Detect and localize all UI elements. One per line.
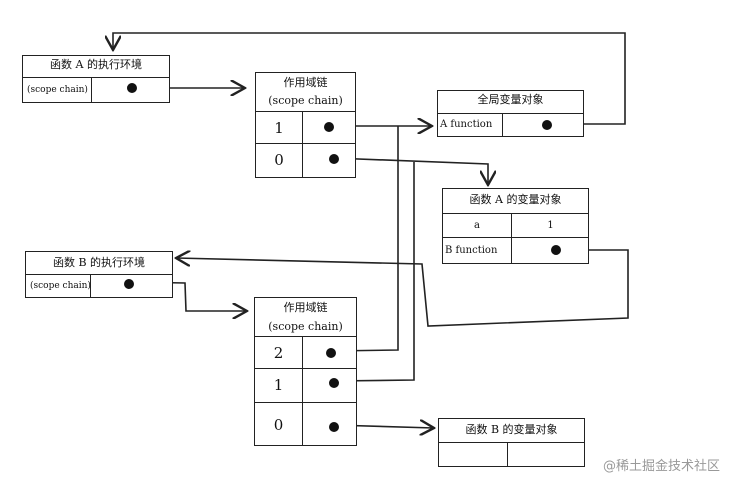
scope-chain-2-index-0: 0: [273, 416, 284, 434]
env-b-pointer-dot: [124, 279, 134, 289]
scope-chain-1-subtitle: (scope chain): [268, 94, 343, 107]
global-a-function-dot: [542, 120, 552, 130]
env-b-title: 函数 B 的执行环境: [52, 256, 146, 269]
scope-chain-1-index-0: 0: [274, 151, 284, 169]
var-a-b-function-dot: [551, 245, 561, 255]
var-a-key-b-function: B function: [445, 245, 498, 256]
scope-chain-2-subtitle: (scope chain): [268, 320, 343, 333]
var-object-b-box: 函数 B 的变量对象: [438, 418, 585, 467]
env-b-scope-chain-label: (scope chain): [30, 281, 91, 291]
var-object-b-title: 函数 B 的变量对象: [465, 423, 558, 436]
scope-chain-2-index-1: 1: [273, 376, 284, 394]
var-a-key-a: a: [474, 220, 480, 231]
arrow-sc1-0-to-var-a: [332, 157, 488, 185]
scope-chain-2-title: 作用域链: [283, 301, 328, 314]
watermark: @稀土掘金技术社区: [602, 459, 720, 474]
env-a-scope-chain-label: (scope chain): [27, 85, 88, 95]
global-object-box: 全局变量对象 A function: [437, 90, 584, 137]
global-object-title: 全局变量对象: [477, 93, 544, 106]
env-a-pointer-dot: [127, 83, 137, 93]
var-a-value-a: 1: [547, 220, 554, 231]
var-object-a-title: 函数 A 的变量对象: [469, 193, 562, 206]
scope-chain-1-dot-0: [329, 154, 339, 164]
scope-chain-2-dot-1: [329, 378, 339, 388]
scope-chain-1-box: 作用域链 (scope chain) 1 0: [255, 72, 356, 178]
global-a-function-label: A function: [440, 119, 493, 130]
scope-chain-2-dot-2: [326, 348, 336, 358]
scope-chain-2-box: 作用域链 (scope chain) 2 1 0: [254, 297, 357, 446]
scope-chain-1-title: 作用域链: [283, 76, 328, 89]
scope-chain-1-dot-1: [324, 122, 334, 132]
scope-chain-2-dot-0: [329, 422, 339, 432]
env-a-title: 函数 A 的执行环境: [50, 58, 142, 71]
env-a-box: 函数 A 的执行环境 (scope chain): [22, 55, 170, 103]
var-object-a-box: 函数 A 的变量对象 a 1 B function: [442, 188, 589, 264]
env-b-box: 函数 B 的执行环境 (scope chain): [25, 251, 173, 298]
scope-chain-2-index-2: 2: [273, 344, 284, 362]
scope-chain-1-index-1: 1: [274, 119, 284, 137]
